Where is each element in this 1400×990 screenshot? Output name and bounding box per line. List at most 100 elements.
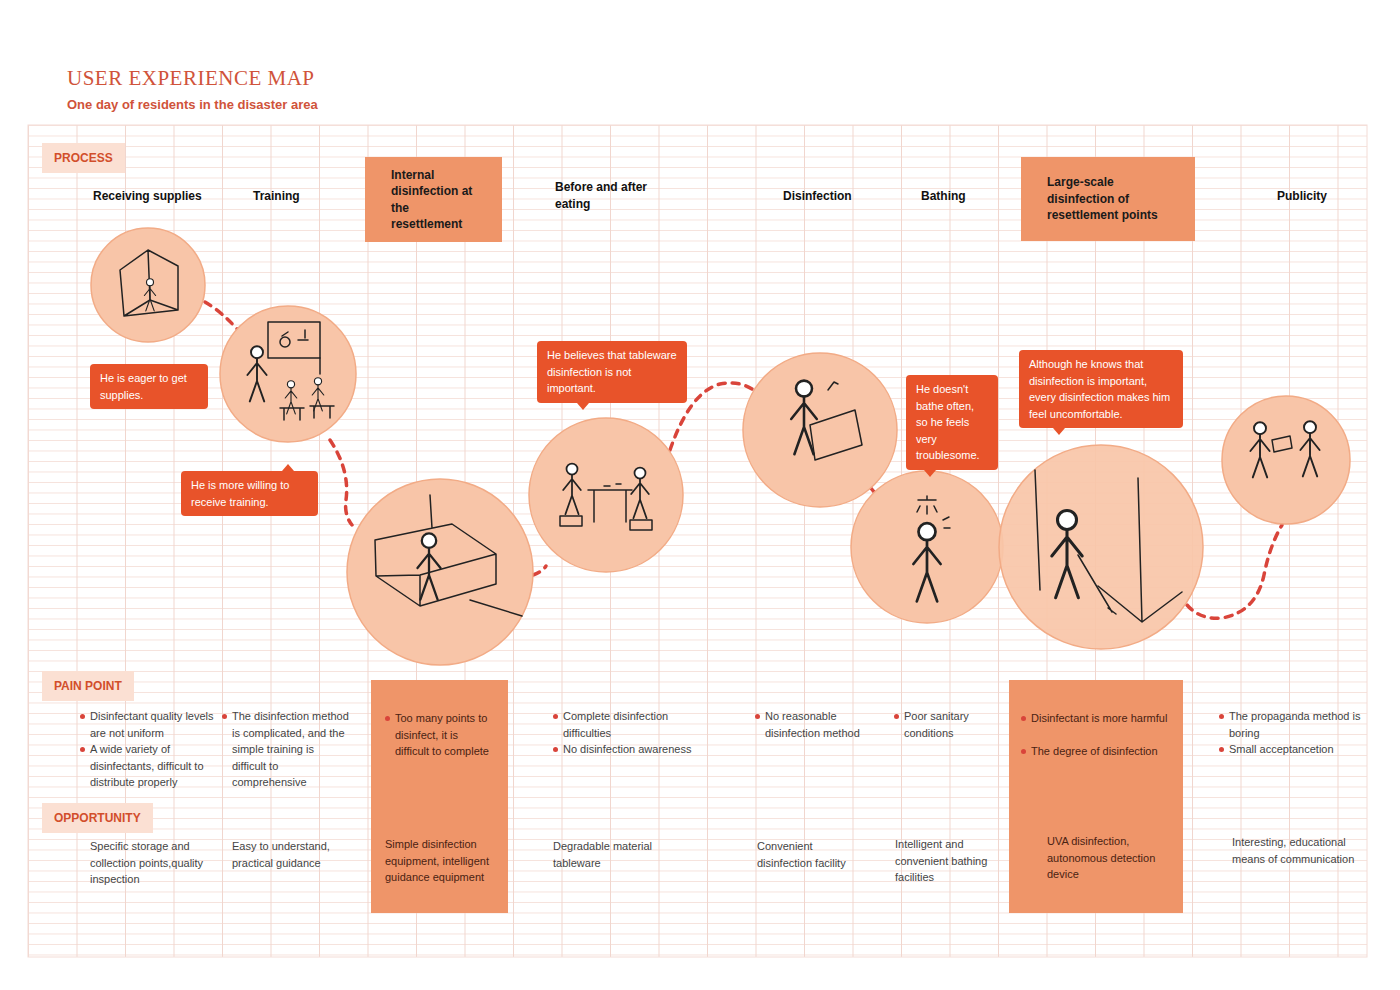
map-note: Intelligent and convenient bathing facil… [895, 836, 995, 886]
label-item: Interesting, educational means of commun… [1232, 834, 1364, 867]
highlight-column: Disinfectant is more harmfulThe degree o… [1009, 680, 1183, 913]
map-note: Small acceptancetion [1229, 741, 1367, 758]
process-step: Training [253, 188, 343, 205]
scene-sketches [417, 533, 440, 599]
bullet-dot [1219, 747, 1224, 752]
label-item: Specific storage and collection points,q… [90, 838, 215, 888]
bullet-dot [1219, 714, 1224, 719]
scene-sketches [588, 484, 632, 522]
phase-box: Large-scale disinfection of resettlement… [1021, 157, 1195, 241]
opportunity-column: Degradable material tableware [553, 838, 688, 871]
pain-column: Complete disinfection difficultiesNo dis… [553, 708, 693, 758]
scene-sketches [631, 468, 649, 519]
journey-line [205, 302, 238, 330]
pain-column: Poor sanitary conditions [894, 708, 994, 741]
process-step: Before and after eating [555, 179, 670, 212]
opportunity-item: UVA disinfection, autonomous detection d… [1047, 833, 1157, 883]
journey-circles [529, 418, 683, 572]
journey-circles [91, 228, 1350, 665]
node-text: UVA disinfection, autonomous detection d… [1047, 833, 1157, 883]
map-note: No reasonable disinfection method [765, 708, 870, 741]
scene-sketches [1052, 510, 1082, 597]
scene-sketches [563, 464, 581, 515]
row-tag: OPPORTUNITY [42, 803, 153, 833]
bullet-item: The disinfection method is complicated, … [222, 708, 350, 791]
speech-callout: He believes that tableware disinfection … [537, 341, 687, 403]
callout-tail [924, 470, 936, 477]
bullet-item: Disinfectant is more harmful [1031, 710, 1179, 727]
grid-area [28, 125, 1367, 957]
map-note: The propaganda method is boring [1229, 708, 1367, 741]
map-note: Disinfectant quality levels are not unif… [90, 708, 220, 741]
scene-sketches [1272, 436, 1292, 452]
journey-circles [743, 353, 897, 507]
map-note: Poor sanitary conditions [904, 708, 994, 741]
journey-circles [851, 471, 1003, 623]
journey-circles [347, 479, 533, 665]
node-text: He is eager to get supplies. [100, 370, 198, 403]
bullet-dot [1021, 716, 1026, 721]
scene-sketches [268, 322, 320, 358]
scene-sketches [144, 279, 155, 311]
bullet-dot [553, 747, 558, 752]
scene-sketches [1300, 421, 1319, 476]
opportunity-column: Specific storage and collection points,q… [90, 838, 215, 888]
bullet-dot [222, 714, 227, 719]
node-text: Although he knows that disinfection is i… [1029, 356, 1173, 422]
map-note: No disinfection awareness [563, 741, 693, 758]
scene-sketches [791, 381, 817, 455]
scene-sketches [285, 381, 297, 414]
callout-tail [282, 464, 294, 471]
opportunity-column: Intelligent and convenient bathing facil… [895, 836, 995, 886]
scene-sketches [282, 330, 320, 374]
map-note: Convenient disinfection facility [757, 838, 867, 871]
bullet-item: Too many points to disinfect, it is diff… [395, 710, 495, 760]
bullet-dot [1021, 749, 1026, 754]
map-note: Degradable material tableware [553, 838, 688, 871]
node-text: Disinfectant is more harmful [1031, 710, 1179, 727]
label-item: Training [253, 188, 343, 205]
map-note: Interesting, educational means of commun… [1232, 834, 1364, 867]
journey-circles [220, 306, 356, 442]
node-text: Internal disinfection at the resettlemen… [391, 167, 482, 233]
row-tag: PAIN POINT [42, 671, 134, 701]
scene-sketches [280, 337, 290, 347]
bullet-item: No disinfection awareness [553, 741, 693, 758]
pain-column: The propaganda method is boringSmall acc… [1219, 708, 1367, 758]
journey-circles [91, 228, 205, 342]
process-step: Disinfection [783, 188, 893, 205]
pain-column: The disinfection method is complicated, … [222, 708, 350, 791]
label-item: Before and after eating [555, 179, 670, 212]
node-text: He doesn't bathe often, so he feels very… [916, 381, 988, 464]
node-text: OPPORTUNITY [54, 811, 141, 825]
bullet-item: No reasonable disinfection method [755, 708, 870, 741]
label-item: Intelligent and convenient bathing facil… [895, 836, 995, 886]
bullet-item: A wide variety of disinfectants, difficu… [80, 741, 220, 791]
bullet-item: The propaganda method is boring [1219, 708, 1367, 741]
speech-callout: He is eager to get supplies. [90, 364, 208, 409]
bullet-dot [80, 714, 85, 719]
speech-callout: He doesn't bathe often, so he feels very… [906, 375, 998, 470]
label-item: Bathing [921, 188, 1001, 205]
highlight-column: Too many points to disinfect, it is diff… [371, 680, 508, 913]
label-item: Disinfection [783, 188, 893, 205]
speech-callout: He is more willing to receive training. [181, 471, 318, 516]
map-note: Complete disinfection difficulties [563, 708, 693, 741]
opportunity-column: Convenient disinfection facility [757, 838, 867, 871]
node-text: He believes that tableware disinfection … [547, 347, 677, 397]
node-text: PAIN POINT [54, 679, 122, 693]
scene-sketches [120, 250, 1320, 622]
scene-sketches [913, 523, 940, 601]
process-label: Receiving supplies [93, 188, 243, 205]
map-title: USER EXPERIENCE MAP [67, 66, 315, 91]
process-step: Bathing [921, 188, 1001, 205]
pain-column: Disinfectant quality levels are not unif… [80, 708, 220, 791]
journey-line [330, 440, 352, 525]
callout-tail [1053, 428, 1065, 435]
scene-sketches [120, 250, 178, 316]
process-label: Bathing [921, 188, 1001, 205]
scene-sketches [280, 406, 334, 420]
label-item: Convenient disinfection facility [757, 838, 867, 871]
map-note: The disinfection method is complicated, … [232, 708, 350, 791]
bullet-item: Disinfectant quality levels are not unif… [80, 708, 220, 741]
